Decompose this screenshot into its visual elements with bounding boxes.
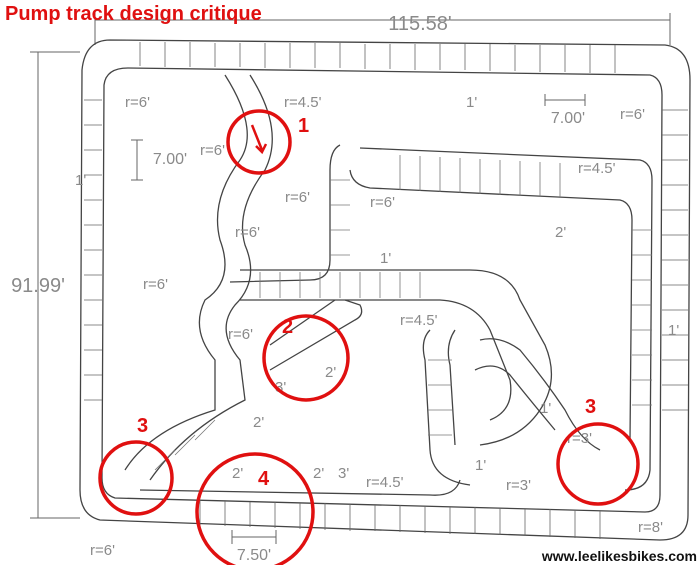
overall-height-label: 91.99' [11,275,65,297]
watermark-url: www.leelikesbikes.com [541,548,697,564]
outer-loop [79,39,691,541]
track-label: r=6' [235,224,260,241]
callout-number: 2 [282,316,293,338]
track-label: r=6' [285,189,310,206]
track-label: 2' [325,364,336,381]
callout-circle-3b [556,422,640,506]
track-label: r=6' [143,276,168,293]
track-label: 3' [338,465,349,482]
callout-number: 3 [585,396,596,418]
left-spacing-label: 7.00' [153,151,187,168]
track-label: r=4.5' [366,474,404,491]
track-label: 3' [275,379,286,396]
track-label: r=6' [200,142,225,159]
track-label: r=4.5' [284,94,322,111]
track-label: r=6' [370,194,395,211]
track-label: 1' [380,250,391,267]
track-label: 1' [668,322,679,339]
inner-loops [124,74,653,496]
track-label: 2' [232,465,243,482]
callout-number: 4 [258,468,270,490]
callout-circle-3a [98,440,174,516]
track-label: r=8' [638,519,663,536]
track-label: r=6' [90,542,115,559]
callout-circle-2 [262,314,350,402]
critique-circles [98,109,640,565]
track-label: 1' [75,172,86,189]
track-label: r=3' [506,477,531,494]
track-label: 1' [540,400,551,417]
track-labels: r=6' r=4.5' 1' r=6' r=6' r=4.5' 1' r=6' … [75,94,679,559]
track-label: 1' [466,94,477,111]
track-label: r=4.5' [400,312,438,329]
overall-width-label: 115.58' [388,13,452,35]
track-label: r=6' [620,106,645,123]
page-title: Pump track design critique [5,3,262,25]
callout-circle-4 [195,452,315,565]
callout-circle-1 [226,109,292,175]
callout-number: 1 [298,115,309,137]
track-label: r=4.5' [578,160,616,177]
track-label: r=6' [228,326,253,343]
track-label: r=6' [125,94,150,111]
dimension-lines [30,13,671,544]
callout-number: 3 [137,415,148,437]
track-label: 2' [555,224,566,241]
bottom-spacing-label: 7.50' [237,547,271,564]
track-label: 2' [253,414,264,431]
track-label: 1' [475,457,486,474]
top-spacing-label: 7.00' [551,110,585,127]
arrow-icon [250,124,268,155]
track-label: 2' [313,465,324,482]
inner-segments [154,155,652,471]
outer-loop-segments [84,42,688,539]
